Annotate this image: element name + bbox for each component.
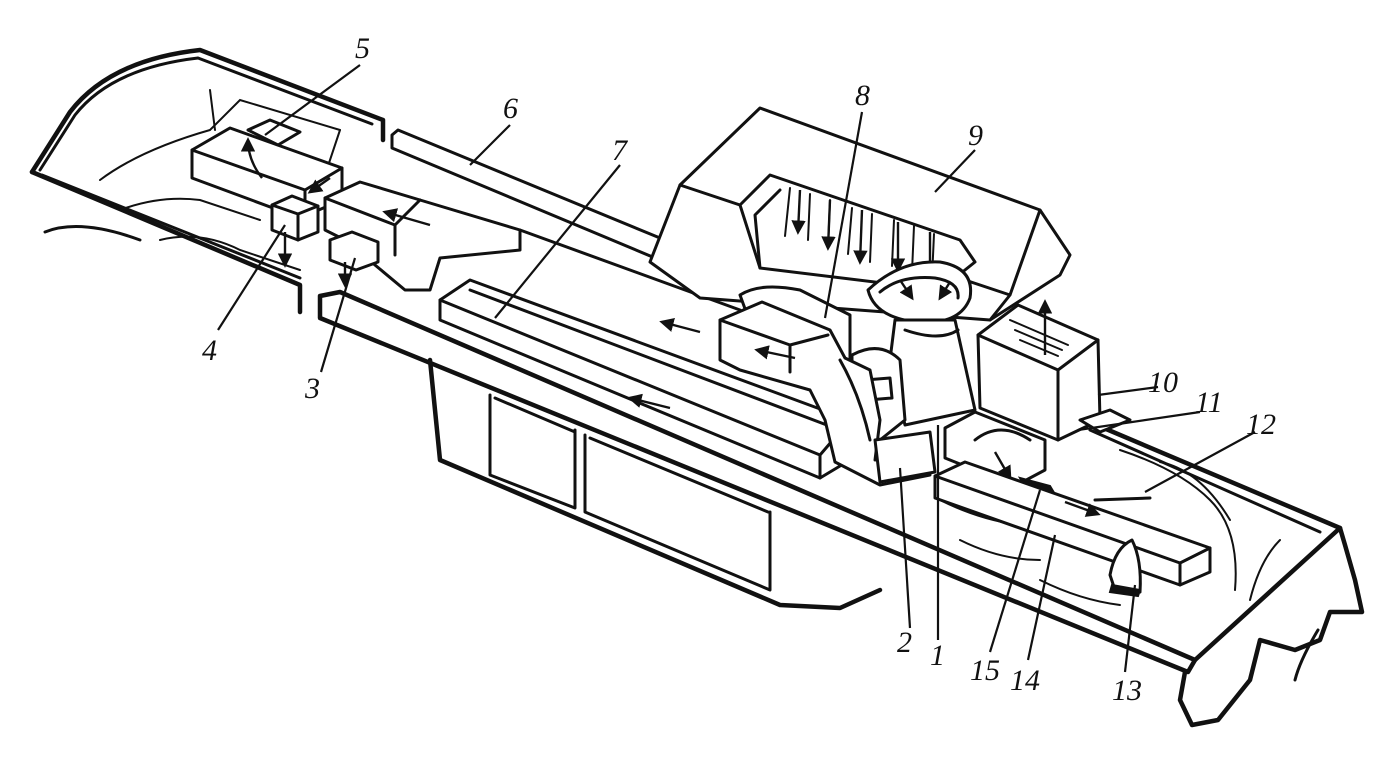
airflow-arrow-vent-1 [791, 189, 806, 235]
label-3: 3 [304, 372, 320, 405]
label-12: 12 [1246, 408, 1276, 441]
label-9: 9 [968, 119, 983, 152]
airflow-arrow-rear-floor [1064, 500, 1101, 517]
heater-core-tube [718, 300, 937, 487]
airflow-arrow-left-up [240, 137, 263, 179]
label-4: 4 [202, 334, 217, 367]
label-5: 5 [355, 32, 370, 65]
label-1: 1 [930, 639, 945, 672]
left-end-tray [29, 47, 386, 315]
airflow-arrow-branch-left [382, 208, 431, 227]
label-8: 8 [855, 79, 870, 112]
rear-vent-outlet [1108, 538, 1142, 598]
airflow-arrow-core [754, 345, 796, 360]
airflow-arrow-vent-3 [853, 209, 868, 265]
front-branch-duct [323, 180, 522, 292]
rear-floor-duct [933, 460, 1212, 587]
airflow-arrow-blower-a [899, 279, 914, 301]
label-11: 11 [1195, 386, 1223, 419]
label-14: 14 [1010, 664, 1040, 697]
label-7: 7 [612, 134, 629, 167]
callout-labels: 5 6 7 8 9 10 11 12 13 14 15 1 2 3 4 [202, 32, 1276, 707]
airflow-arrow-duct-low [627, 393, 671, 410]
airflow-arrow-rear-duct [993, 451, 1012, 481]
left-duct-block [190, 118, 344, 242]
airflow-arrow-duct-mid [659, 317, 701, 334]
label-6: 6 [503, 92, 518, 125]
heater-housing [648, 106, 1072, 322]
leader-lines [217, 64, 1256, 673]
airflow-arrow-left-diagonal [307, 177, 331, 194]
label-10: 10 [1148, 366, 1178, 399]
label-2: 2 [897, 626, 912, 659]
vehicle-floor-body [427, 357, 1365, 728]
airflow-arrow-vent-2 [821, 199, 836, 251]
label-15: 15 [970, 654, 1000, 687]
label-13: 13 [1112, 674, 1142, 707]
airflow-arrow-blower-b [938, 281, 953, 301]
